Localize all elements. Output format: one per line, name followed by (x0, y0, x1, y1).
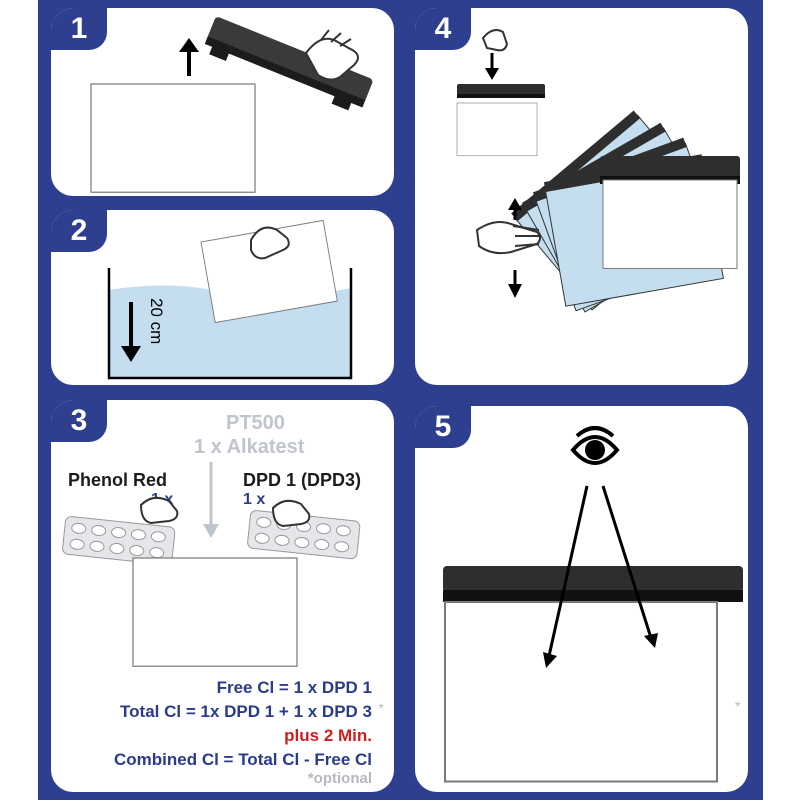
step-4-small-comparator: 10 ml 10 ml pH Br Cl (mg/l) 8.06.63.07.6… (456, 102, 538, 157)
glove-hand-icon (481, 29, 509, 52)
down-arrow-icon (203, 462, 219, 538)
tablet (315, 523, 331, 535)
total-cl-formula: Total Cl = 1x DPD 1 + 1 x DPD 3 (120, 702, 372, 721)
tablet (314, 539, 330, 551)
tablet-strip-left (62, 516, 176, 566)
lift-arrow-icon (179, 38, 199, 76)
tablet (91, 524, 107, 537)
comparator-lid (443, 566, 743, 612)
tablet (150, 531, 166, 543)
step-5-illustration: 10 ml 10 ml pH Br Cl (mg/l) 8.06.63.07.6… (443, 426, 743, 783)
glove-hand-icon (271, 499, 311, 528)
tablet (254, 532, 270, 544)
comparator-lid (457, 84, 545, 98)
tablet (129, 545, 145, 557)
glove-hand-icon (475, 221, 541, 255)
tablet (111, 527, 127, 539)
step-3-panel: 3 PT500 1 x Alkatest Phenol Red 1 x DPD … (51, 400, 394, 792)
step-2-illustration: 20 cm 10 ml 10 ml pH Br Cl (mg/l) 8.06.6… (107, 219, 353, 380)
step-1-comparator: 10 ml 10 ml pH Br Cl (mg/l) 8.06.63.07.6… (90, 83, 256, 193)
free-cl-formula: Free Cl = 1 x DPD 1 (216, 678, 372, 697)
tablet (294, 536, 310, 549)
alkatest-label: 1 x Alkatest (194, 436, 305, 458)
step-2-badge: 2 (51, 210, 107, 252)
step-4-badge: 4 (415, 8, 471, 50)
combined-cl-formula: Combined Cl = Total Cl - Free Cl (113, 750, 372, 769)
step-3-badge: 3 (51, 400, 107, 442)
tablet (89, 540, 105, 552)
step-1-panel: 1 10 ml 10 ml pH Br Cl (mg/l) (51, 8, 394, 196)
shake-arrows-icon (508, 198, 522, 298)
step-3-illustration: 10 ml 10 ml pH Br Cl (mg/l) 8.06.63.07.6… (62, 462, 361, 667)
instruction-frame: 1 10 ml 10 ml pH Br Cl (mg/l) (38, 0, 763, 800)
tablet (335, 525, 351, 537)
glove-hand-icon (139, 496, 179, 525)
step-5-comparator: 10 ml 10 ml pH Br Cl (mg/l) 8.06.63.07.6… (443, 600, 719, 783)
comparator-lid (204, 17, 373, 111)
step-4-main-comparator: 10 ml 10 ml pH Br Cl (mg/l) 8.06.63.07.6… (602, 179, 738, 269)
step-3-comparator: 10 ml 10 ml pH Br Cl (mg/l) 8.06.63.07.6… (132, 557, 298, 667)
optional-note: *optional (307, 770, 372, 787)
tablet (69, 538, 85, 550)
step-1-illustration: 10 ml 10 ml pH Br Cl (mg/l) 8.06.63.07.6… (90, 17, 373, 193)
step-4-panel: 4 10 ml 10 ml pH Br Cl (mg/l) 8.06.63.07… (415, 8, 748, 385)
phenol-red-label: Phenol Red (68, 470, 168, 490)
tablet (274, 534, 290, 546)
tablet (130, 529, 146, 541)
eye-icon (570, 426, 620, 465)
tablet (71, 522, 87, 534)
total-cl-mark: * (378, 700, 384, 716)
glove-hand-icon (304, 29, 359, 81)
step-5-panel: 5 10 ml 10 ml pH Br Cl (mg/l) 8.06.63.07… (415, 406, 748, 792)
tablet (334, 541, 350, 553)
tablet (256, 516, 272, 528)
side-mark: * (735, 698, 741, 714)
view-arrows (543, 485, 658, 668)
glove-hand-icon (250, 226, 290, 260)
dpd-label: DPD 1 (DPD3) (243, 470, 362, 490)
step-4-illustration: 10 ml 10 ml pH Br Cl (mg/l) 8.06.63.07.6… (456, 29, 740, 313)
step-2-panel: 2 20 cm 10 ml 10 ml pH Br Cl (mg/l) 8.06… (51, 210, 394, 385)
step-5-badge: 5 (415, 406, 471, 448)
depth-arrow-icon (121, 302, 141, 362)
wait-time: plus 2 Min. (284, 726, 372, 745)
depth-label: 20 cm (147, 298, 166, 344)
dpd-qty: 1 x (243, 491, 266, 508)
down-arrow-icon (485, 53, 499, 80)
step-1-badge: 1 (51, 8, 107, 50)
kit-name: PT500 (226, 412, 285, 434)
tablet (109, 542, 125, 555)
